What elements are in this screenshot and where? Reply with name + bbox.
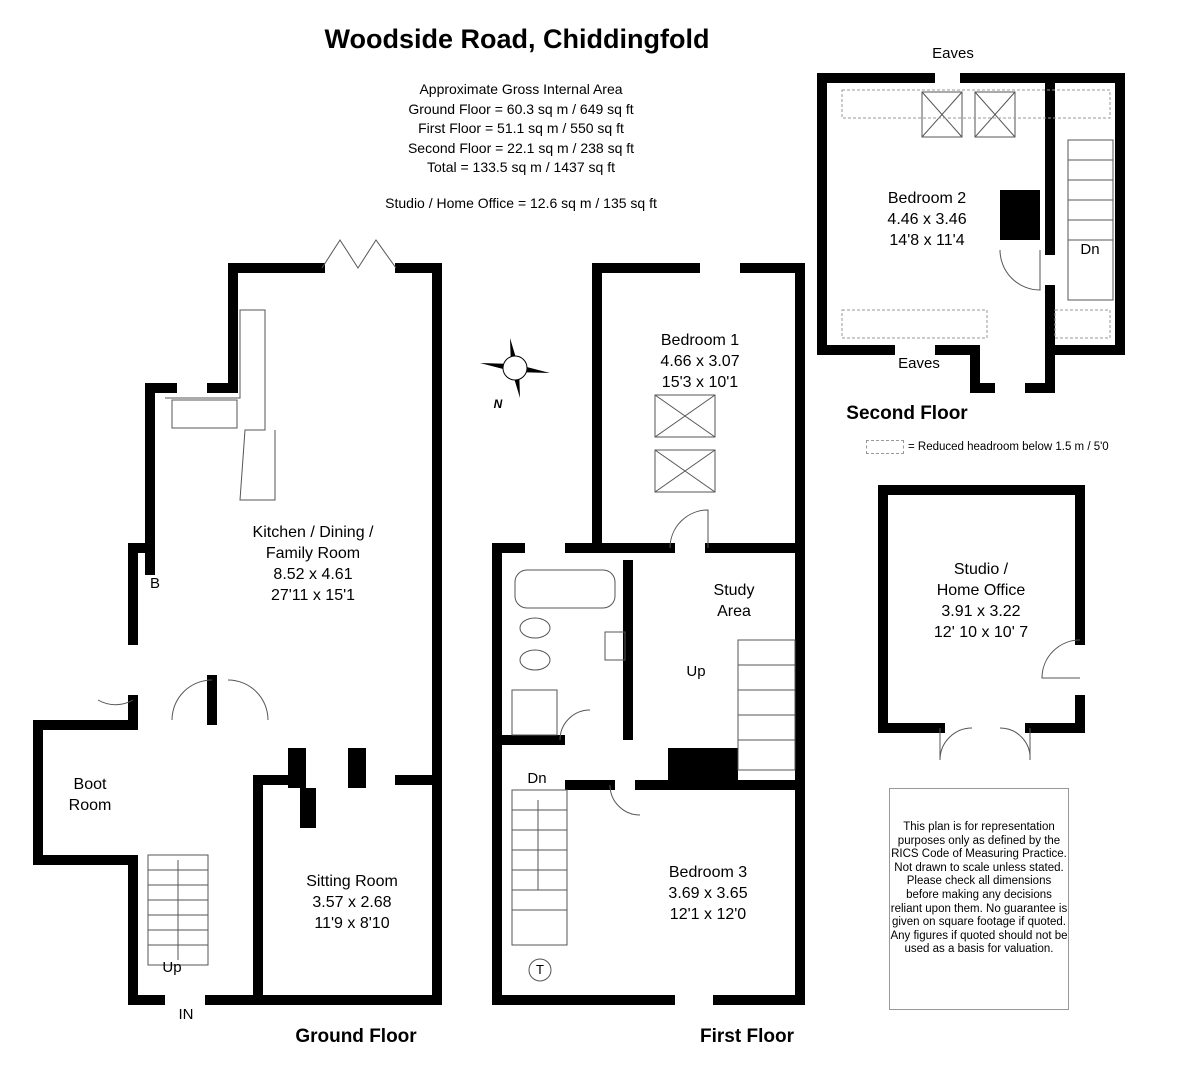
area-second: Second Floor = 22.1 sq m / 238 sq ft	[407, 139, 635, 156]
label-boiler: B	[149, 575, 161, 592]
label-eaves-bottom: Eaves	[898, 355, 940, 372]
room-study: Study Area	[714, 580, 755, 622]
room-metric: 8.52 x 4.61	[273, 566, 353, 583]
room-name: Family Room	[265, 545, 361, 562]
area-summary: Approximate Gross Internal Area Ground F…	[408, 80, 634, 178]
label-north: N	[493, 397, 503, 411]
room-sitting: Sitting Room 3.57 x 2.68 11'9 x 8'10	[306, 871, 398, 934]
room-name: Room	[68, 797, 112, 814]
ground-floor-walls-left	[207, 263, 325, 393]
room-studio: Studio / Home Office 3.91 x 3.22 12' 10 …	[934, 559, 1028, 643]
label-eaves-top: Eaves	[932, 45, 974, 62]
room-imperial: 11'9 x 8'10	[314, 915, 390, 932]
room-metric: 3.69 x 3.65	[668, 885, 748, 902]
page-title: Woodside Road, Chiddingfold	[324, 24, 710, 54]
floor-label-first: First Floor	[700, 1026, 794, 1047]
compass-icon	[480, 338, 550, 398]
room-name: Area	[717, 603, 751, 620]
room-name: Home Office	[936, 582, 1026, 599]
label-dn-first: Dn	[527, 770, 547, 787]
label-up-ground: Up	[162, 959, 182, 976]
room-name: Study	[713, 582, 755, 599]
room-name: Kitchen / Dining /	[252, 524, 374, 541]
first-floor-walls	[592, 263, 700, 553]
studio-walls	[878, 485, 1085, 733]
room-imperial: 12'1 x 12'0	[669, 906, 747, 923]
room-bedroom1: Bedroom 1 4.66 x 3.07 15'3 x 10'1	[660, 330, 739, 393]
room-boot: Boot Room	[69, 774, 112, 816]
floor-label-second: Second Floor	[846, 403, 968, 424]
room-metric: 4.66 x 3.07	[660, 353, 740, 370]
room-imperial: 27'11 x 15'1	[270, 587, 356, 604]
room-name: Bedroom 3	[668, 864, 748, 881]
room-name: Bedroom 1	[660, 332, 740, 349]
room-name: Studio /	[953, 561, 1009, 578]
area-studio: Studio / Home Office = 12.6 sq m / 135 s…	[385, 195, 657, 211]
legend-swatch	[866, 440, 904, 454]
room-metric: 3.91 x 3.22	[941, 603, 1021, 620]
area-total: Total = 133.5 sq m / 1437 sq ft	[427, 159, 615, 175]
area-ground: Ground Floor = 60.3 sq m / 649 sq ft	[408, 100, 634, 117]
disclaimer: This plan is for representation purposes…	[889, 788, 1069, 1010]
area-first: First Floor = 51.1 sq m / 550 sq ft	[418, 120, 624, 136]
second-floor-walls	[817, 73, 935, 355]
label-dn-second: Dn	[1080, 241, 1100, 258]
area-heading: Approximate Gross Internal Area	[419, 81, 623, 97]
room-imperial: 14'8 x 11'4	[889, 232, 965, 249]
room-metric: 4.46 x 3.46	[887, 211, 967, 228]
label-up-first: Up	[686, 663, 706, 680]
room-name: Bedroom 2	[887, 190, 967, 207]
room-bedroom2: Bedroom 2 4.46 x 3.46 14'8 x 11'4	[887, 188, 966, 251]
legend-text: = Reduced headroom below 1.5 m / 5'0	[908, 441, 1109, 454]
room-metric: 3.57 x 2.68	[312, 894, 392, 911]
legend: = Reduced headroom below 1.5 m / 5'0	[866, 440, 1109, 454]
label-in: IN	[178, 1006, 194, 1023]
room-imperial: 15'3 x 10'1	[661, 374, 739, 391]
room-name: Boot	[73, 776, 107, 793]
ground-floor-walls	[205, 263, 442, 1005]
label-tank: T	[536, 962, 544, 977]
room-bedroom3: Bedroom 3 3.69 x 3.65 12'1 x 12'0	[668, 862, 747, 925]
floor-label-ground: Ground Floor	[295, 1026, 417, 1047]
room-kitchen: Kitchen / Dining / Family Room 8.52 x 4.…	[253, 522, 374, 606]
room-name: Sitting Room	[306, 873, 398, 890]
room-imperial: 12' 10 x 10' 7	[933, 624, 1029, 641]
